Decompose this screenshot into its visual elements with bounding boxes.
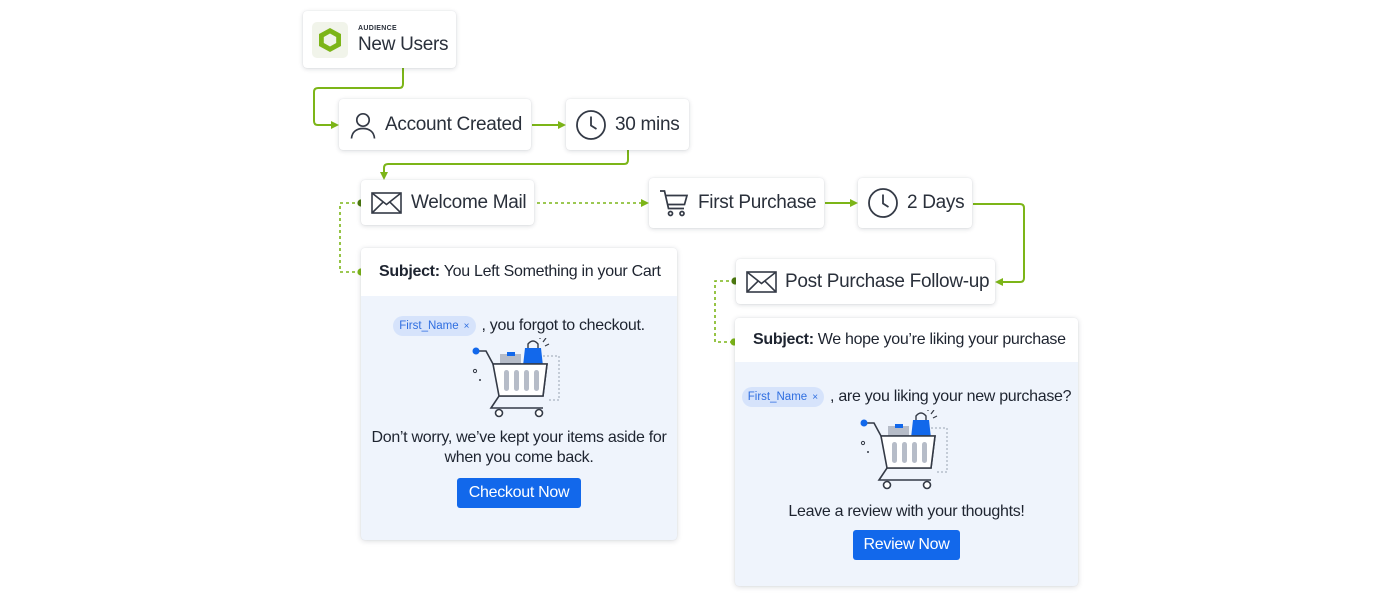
subject-text: You Left Something in your Cart (443, 263, 661, 280)
mail-icon (746, 270, 777, 293)
token-label: First_Name (747, 391, 808, 403)
greeting-text: , are you liking your new purchase? (830, 388, 1072, 405)
email-subject: Subject: We hope you’re liking your purc… (735, 318, 1078, 362)
arrowhead (380, 172, 388, 180)
remove-token-icon[interactable]: × (812, 391, 819, 403)
subject-prefix: Subject: (753, 331, 814, 348)
subject-text: We hope you’re liking your purchase (817, 331, 1066, 348)
email-body: First_Name × , you forgot to checkout. (361, 296, 677, 508)
email-preview-review[interactable]: Subject: We hope you’re liking your purc… (735, 318, 1078, 586)
email-body-text: Leave a review with your thoughts! (788, 503, 1025, 520)
step-account-created[interactable]: Account Created (339, 99, 531, 150)
clock-icon (868, 188, 898, 218)
shopping-cart-illustration (472, 338, 560, 418)
first-name-token[interactable]: First_Name × (393, 316, 476, 336)
first-name-token[interactable]: First_Name × (741, 387, 825, 407)
connector-wait-to-welcome (383, 150, 629, 174)
email-subject: Subject: You Left Something in your Cart (361, 248, 677, 296)
step-label: First Purchase (698, 192, 817, 213)
remove-token-icon[interactable]: × (463, 320, 470, 332)
step-label: 2 Days (907, 192, 965, 213)
connector-audience-to-account (313, 68, 404, 126)
connector-wait-to-post (973, 203, 1025, 283)
email-body-text: Don’t worry, we’ve kept your items aside… (371, 429, 667, 466)
dashed-connector-post-to-email (714, 280, 735, 343)
step-wait-30-mins[interactable]: 30 mins (566, 99, 689, 150)
audience-kicker: AUDIENCE (358, 25, 397, 32)
user-icon (350, 112, 376, 139)
greeting-row: First_Name × , you forgot to checkout. (393, 316, 645, 336)
step-label: Post Purchase Follow-up (785, 270, 990, 292)
dashed-connector-welcome-to-email (339, 202, 361, 273)
audience-title: New Users (358, 34, 449, 55)
mail-icon (371, 191, 402, 214)
step-label: Account Created (385, 113, 523, 135)
greeting-row: First_Name × , are you liking your new p… (741, 387, 1072, 407)
arrowhead (558, 121, 566, 129)
subject-prefix: Subject: (379, 263, 440, 280)
email-body: First_Name × , are you liking your new p… (735, 362, 1078, 560)
arrowhead (331, 121, 339, 129)
step-post-purchase-follow-up[interactable]: Post Purchase Follow-up (736, 259, 995, 304)
clock-icon (576, 109, 606, 140)
step-wait-2-days[interactable]: 2 Days (858, 178, 972, 228)
audience-node[interactable]: AUDIENCE New Users (303, 11, 456, 68)
hexagon-logo-icon (312, 21, 348, 58)
cart-icon (660, 190, 689, 217)
review-now-button[interactable]: Review Now (853, 530, 960, 560)
step-label: 30 mins (615, 113, 680, 135)
arrowhead (995, 278, 1003, 286)
email-preview-cart[interactable]: Subject: You Left Something in your Cart… (361, 248, 677, 540)
arrowhead (850, 199, 858, 207)
arrowhead (641, 199, 649, 207)
token-label: First_Name (399, 320, 459, 332)
greeting-text: , you forgot to checkout. (481, 317, 646, 334)
step-first-purchase[interactable]: First Purchase (649, 178, 824, 228)
shopping-cart-illustration (860, 410, 947, 490)
step-label: Welcome Mail (411, 191, 527, 213)
checkout-now-button[interactable]: Checkout Now (457, 478, 581, 508)
step-welcome-mail[interactable]: Welcome Mail (361, 180, 534, 225)
